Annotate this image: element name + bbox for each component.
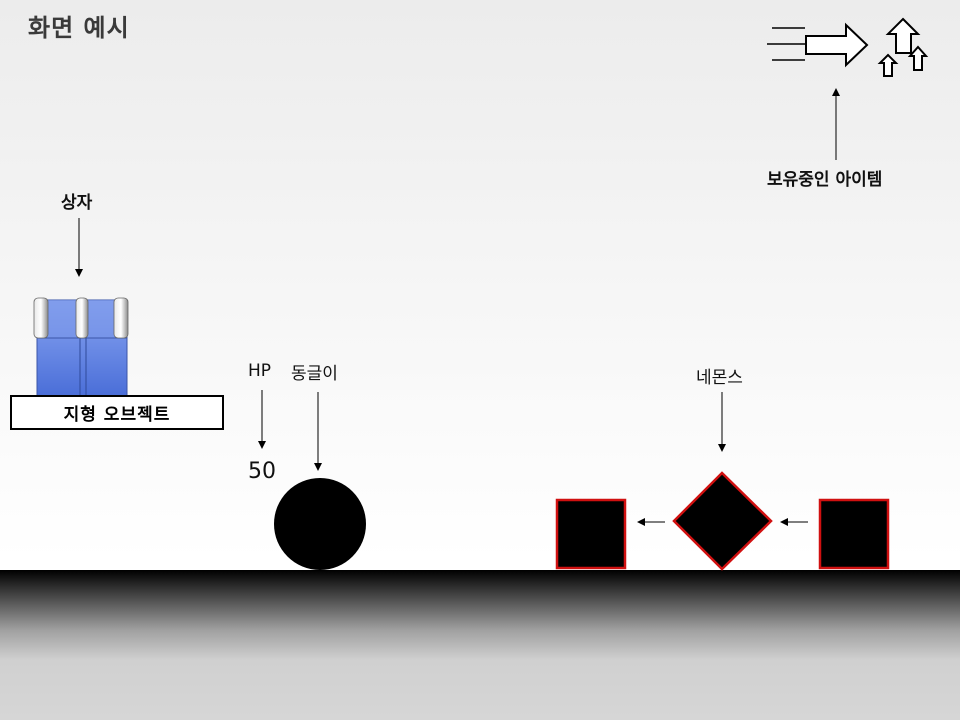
ground	[0, 570, 960, 720]
terrain-object: 지형 오브젝트	[10, 395, 224, 430]
box-object	[33, 297, 129, 397]
enemy-square-left	[555, 498, 627, 570]
hp-label: HP	[248, 361, 272, 381]
hp-value: 50	[248, 459, 276, 484]
player-circle	[274, 478, 366, 570]
nemonse-label: 네몬스	[696, 368, 743, 388]
up-arrows-icon	[877, 17, 929, 77]
enemy-square-right	[818, 498, 890, 570]
page-title: 화면 예시	[28, 14, 130, 42]
items-label: 보유중인 아이템	[767, 170, 883, 190]
enemy-diamond	[672, 471, 773, 571]
circle-label: 동글이	[291, 364, 338, 384]
dash-arrow-icon	[767, 22, 869, 68]
box-label: 상자	[61, 193, 93, 213]
